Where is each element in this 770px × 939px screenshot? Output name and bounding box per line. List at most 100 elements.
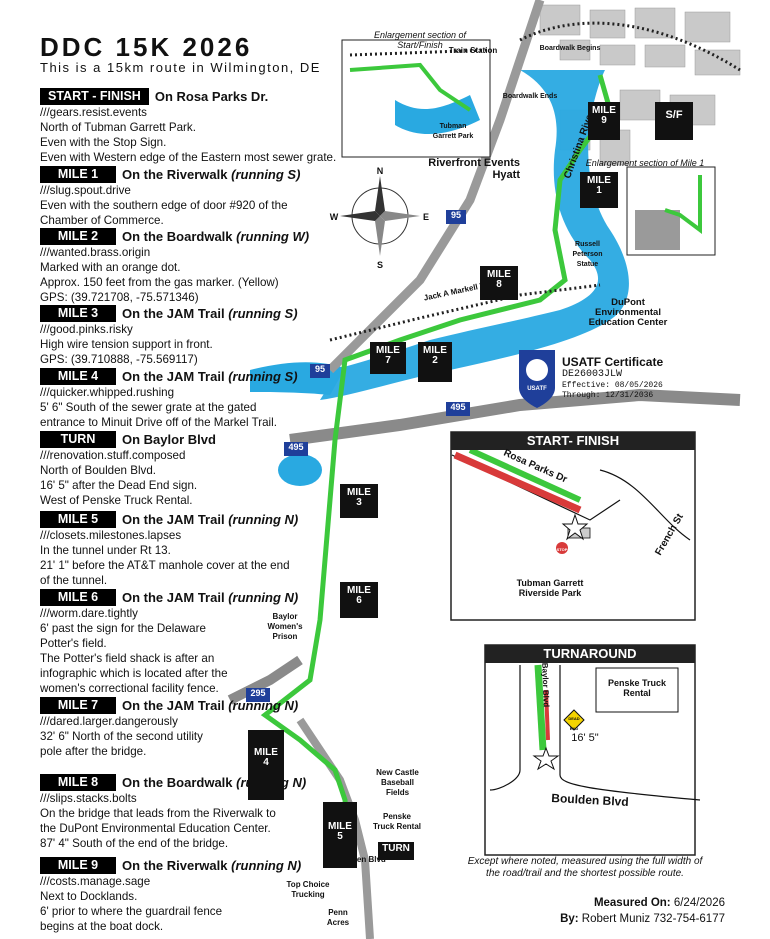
turn-marker: TURN bbox=[378, 842, 414, 860]
mile-7-number: 7 bbox=[385, 355, 391, 366]
riverfront-events-label: Riverfront Events bbox=[428, 157, 520, 169]
cue-location: On the Riverwalk (running N) bbox=[122, 858, 301, 873]
cue-description-line: GPS: (39.710888, -75.569117) bbox=[40, 353, 198, 366]
start-inset-title: START- FINISH bbox=[451, 432, 695, 450]
measured-date: 6/24/2026 bbox=[673, 897, 725, 909]
usatf-logo bbox=[519, 350, 555, 408]
i495-road bbox=[289, 388, 741, 446]
cue-location-name: On Rosa Parks Dr. bbox=[154, 89, 269, 104]
cue-header: MILE 8On the Boardwalk (running N) bbox=[40, 774, 370, 791]
enlarge-start-label: Enlargement section of Start/Finish bbox=[373, 30, 467, 50]
cue-description-line: In the tunnel under Rt 13. bbox=[40, 544, 171, 557]
cue-description-line: High wire tension support in front. bbox=[40, 338, 213, 351]
mile-1-word: MILE bbox=[587, 175, 611, 186]
i495-shield-east: 495 bbox=[446, 402, 470, 416]
cue-description-line: Even with the southern edge of door #920… bbox=[40, 199, 288, 212]
cue-badge: MILE 9 bbox=[40, 857, 116, 874]
mile-9-word: MILE bbox=[592, 105, 616, 116]
measured-by: By: Robert Muniz 732-754-6177 bbox=[460, 913, 725, 925]
cert-effective: Effective: 08/05/2026 bbox=[562, 381, 663, 390]
cue-description-line: 21' 1" before the AT&T manhole cover at … bbox=[40, 559, 290, 572]
i95-shield-north: 95 bbox=[446, 210, 466, 224]
cue-description-line: Potter's field. bbox=[40, 637, 107, 650]
cue-description-line: 32' 6" North of the second utility bbox=[40, 730, 203, 743]
cue-description-line: 6' past the sign for the Delaware bbox=[40, 622, 206, 635]
cue-description-line: North of Tubman Garrett Park. bbox=[40, 121, 196, 134]
compass-w: W bbox=[329, 212, 339, 222]
cue-description-line: of the tunnel. bbox=[40, 574, 108, 587]
mile-1-number: 1 bbox=[596, 185, 602, 196]
cue-description-line: Even with Western edge of the Eastern mo… bbox=[40, 151, 337, 164]
cue-location-name: On the JAM Trail bbox=[122, 590, 225, 605]
turnaround-star bbox=[532, 746, 560, 771]
cue-description-line: pole after the bridge. bbox=[40, 745, 147, 758]
what3words-address: ///gears.resist.events bbox=[40, 106, 147, 119]
cue-location: On the JAM Trail (running N) bbox=[122, 698, 298, 713]
mile-6-word: MILE bbox=[347, 585, 371, 596]
cue-description-line: On the bridge that leads from the Riverw… bbox=[40, 807, 276, 820]
cue-badge: MILE 7 bbox=[40, 697, 116, 714]
page-title: DDC 15K 2026 bbox=[40, 32, 253, 62]
page-subtitle: This is a 15km route in Wilmington, DE bbox=[40, 60, 321, 75]
turn-inset-title: TURNAROUND bbox=[485, 645, 695, 663]
what3words-address: ///renovation.stuff.composed bbox=[40, 449, 186, 462]
cue-location-name: On the JAM Trail bbox=[122, 306, 225, 321]
by-name: Robert Muniz 732-754-6177 bbox=[581, 913, 725, 925]
cue-location: On the Boardwalk (running W) bbox=[122, 229, 309, 244]
measurement-note: Except where noted, measured using the f… bbox=[467, 856, 703, 879]
boardwalk-begins-label: Boardwalk Begins bbox=[539, 45, 601, 52]
hyatt-label: Hyatt bbox=[492, 169, 520, 181]
cue-location-name: On the Riverwalk bbox=[122, 858, 228, 873]
sf-marker: S/F bbox=[655, 102, 693, 140]
start-inset-route bbox=[453, 451, 582, 514]
boardwalk-ends-label: Boardwalk Ends bbox=[502, 93, 558, 100]
penske-inset-label: Penske Truck Rental bbox=[607, 678, 667, 698]
tubman-riverside-label: Tubman Garrett Riverside Park bbox=[516, 578, 584, 598]
cue-description-line: 6' prior to where the guardrail fence bbox=[40, 905, 223, 918]
cue-badge: TURN bbox=[40, 431, 116, 448]
by-label: By: bbox=[560, 913, 579, 925]
cert-through-label: Through: bbox=[562, 391, 601, 400]
new-castle-fields-label: New Castle Baseball Fields bbox=[376, 768, 419, 797]
cue-direction: (running N) bbox=[228, 590, 299, 605]
stop-sign-text: STOP bbox=[556, 547, 568, 552]
cue-direction: (running S) bbox=[228, 369, 298, 384]
measured-on: Measured On: 6/24/2026 bbox=[460, 897, 725, 909]
cue-description-line: 87' 4" South of the end of the bridge. bbox=[40, 837, 229, 850]
cue-direction: (running N) bbox=[228, 512, 299, 527]
start-line-star bbox=[561, 513, 589, 541]
mile-4-number: 4 bbox=[263, 757, 269, 768]
i295-shield: 295 bbox=[246, 688, 270, 702]
cue-direction: (running S) bbox=[231, 167, 301, 182]
cert-title: USATF Certificate bbox=[562, 355, 664, 369]
mile-2-number: 2 bbox=[432, 355, 438, 366]
cue-location-name: On the Boardwalk bbox=[122, 229, 233, 244]
enlarge-mile1-label: Enlargement section of Mile 1 bbox=[585, 158, 705, 168]
city-grid bbox=[539, 4, 741, 166]
christina-river bbox=[320, 70, 629, 400]
cue-badge: MILE 1 bbox=[40, 166, 116, 183]
stop-sign-icon bbox=[556, 542, 568, 554]
cue-description-line: North of Boulden Blvd. bbox=[40, 464, 157, 477]
dupont-center-label: DuPont Environmental Education Center bbox=[588, 297, 668, 328]
cue-badge: MILE 2 bbox=[40, 228, 116, 245]
boulden-blvd-label: Boulden Blvd bbox=[334, 855, 386, 864]
start-inset-route-green bbox=[468, 447, 582, 503]
cue-location-name: On the Riverwalk bbox=[122, 167, 228, 182]
tubman-park-label: Tubman Garrett Park bbox=[432, 123, 474, 140]
i295-road bbox=[227, 655, 303, 705]
what3words-address: ///slug.spout.drive bbox=[40, 184, 131, 197]
enlarge-mile1-building bbox=[635, 210, 680, 250]
mile-7-word: MILE bbox=[376, 345, 400, 356]
cue-item: MILE 1 On the Riverwalk (running S) ///slu… bbox=[40, 166, 370, 228]
cue-description-line: West of Penske Truck Rental. bbox=[40, 494, 193, 507]
compass-e: E bbox=[422, 212, 429, 222]
dead-end-sign-icon bbox=[563, 709, 585, 731]
